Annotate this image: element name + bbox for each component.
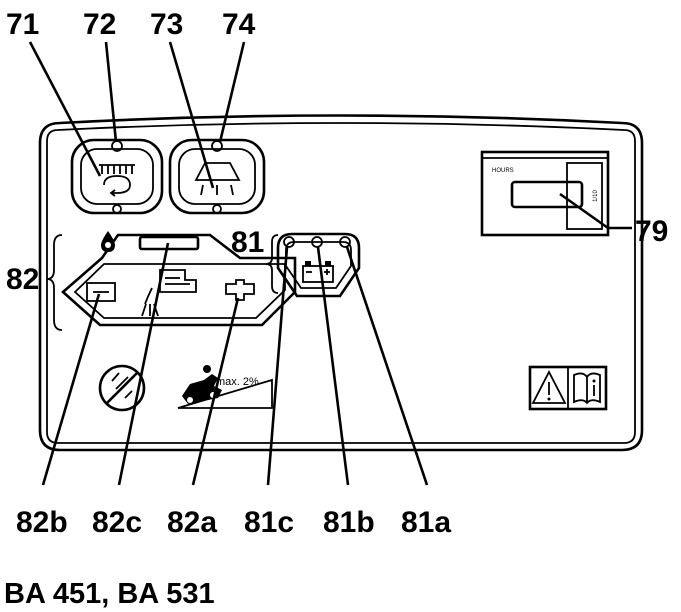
callout-79: 79 <box>635 215 668 248</box>
callout-82a: 82a <box>167 506 217 539</box>
battery-lamp-a <box>339 236 351 248</box>
water-level-display <box>138 235 200 251</box>
water-drop-icon <box>101 231 115 252</box>
bracket-81 <box>265 234 279 294</box>
callout-74: 74 <box>222 8 256 41</box>
power-icon <box>112 204 122 214</box>
water-plus-button[interactable] <box>225 279 255 301</box>
suction-indicator-lamp <box>211 140 223 152</box>
bracket-82 <box>46 234 63 331</box>
water-minus-button[interactable] <box>86 282 116 302</box>
battery-indicator-panel <box>276 232 361 298</box>
callout-81c: 81c <box>244 506 294 539</box>
battery-lamp-c <box>283 236 295 248</box>
max-slope-icon: max. 2% <box>177 365 273 409</box>
callout-82b: 82b <box>16 506 68 539</box>
callout-81: 81 <box>231 226 264 259</box>
callout-72: 72 <box>83 8 116 41</box>
callout-71: 71 <box>6 8 39 41</box>
callout-82: 82 <box>6 263 39 296</box>
hours-label: HOURS <box>492 168 514 174</box>
battery-icon <box>302 261 334 283</box>
warning-triangle-icon <box>531 370 567 404</box>
callout-81b: 81b <box>323 506 375 539</box>
brush-switch[interactable] <box>70 138 164 215</box>
safety-info-label <box>528 365 608 411</box>
manual-book-icon <box>573 372 601 405</box>
callout-81a: 81a <box>401 506 451 539</box>
battery-lamp-b <box>311 236 323 248</box>
control-panel <box>38 114 644 452</box>
slope-label: max. 2% <box>216 376 259 388</box>
callout-82c: 82c <box>92 506 142 539</box>
hours-display <box>510 180 584 209</box>
hours-scale-label: 1/10 <box>593 190 599 202</box>
callout-73: 73 <box>150 8 183 41</box>
water-dosing-icon <box>141 269 197 317</box>
no-water-jet-icon <box>98 364 146 412</box>
brush-icon <box>99 164 135 197</box>
squeegee-icon <box>194 162 241 196</box>
suction-switch[interactable] <box>168 138 266 215</box>
power-icon <box>212 204 222 214</box>
model-caption: BA 451, BA 531 <box>4 578 215 610</box>
leader-lines <box>28 41 632 486</box>
hour-meter: HOURS 1/10 <box>480 150 610 237</box>
